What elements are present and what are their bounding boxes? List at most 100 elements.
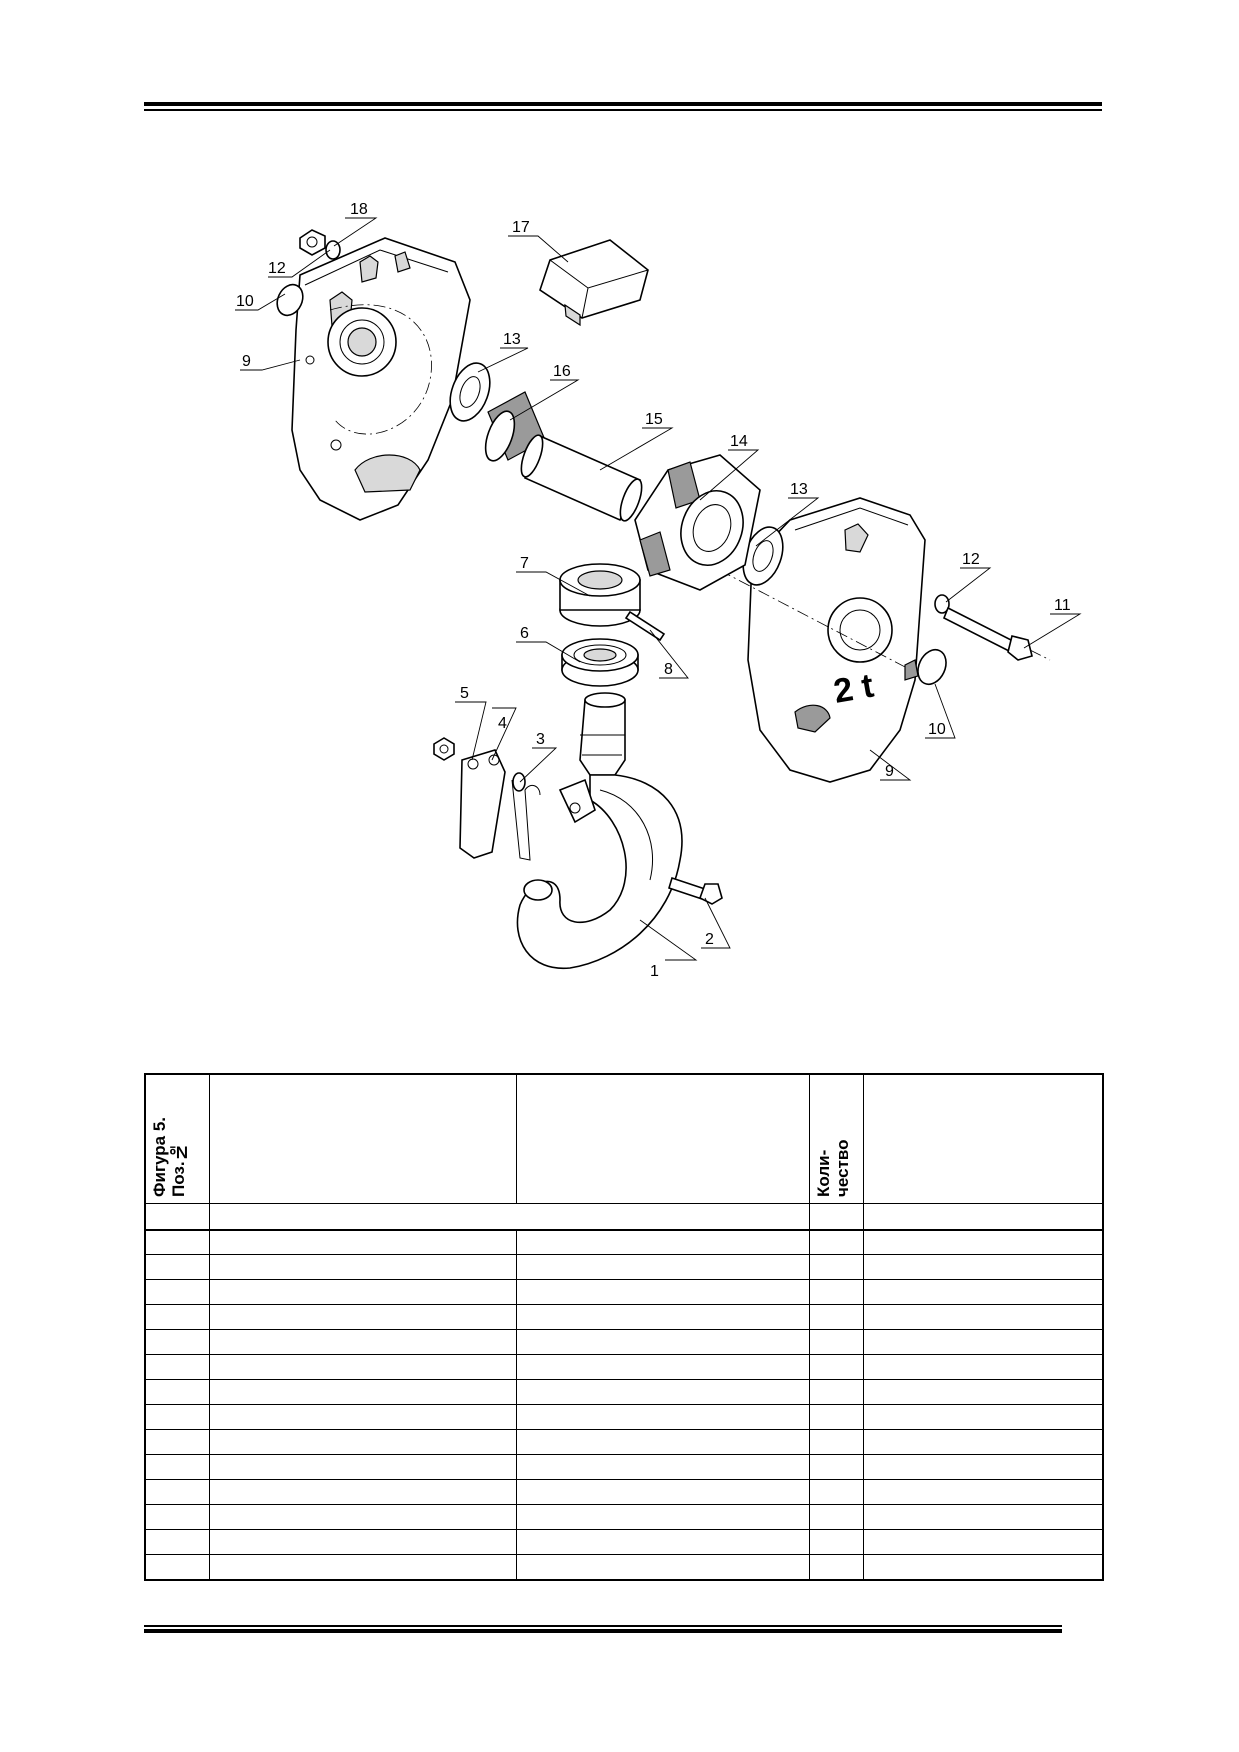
table-row [144,1254,1104,1280]
table-cell [208,1529,517,1555]
header-description [208,1073,517,1204]
callout-17: 17 [512,219,530,236]
callout-6: 6 [520,625,529,642]
table-cell [808,1329,864,1355]
header-position: Фигура 5. Поз.№ [144,1073,210,1204]
table-cell [144,1404,210,1430]
table-cell [808,1504,864,1530]
table-row [144,1529,1104,1555]
latch-spring [511,779,541,861]
table-cell [862,1554,1104,1580]
table-cell [515,1379,810,1405]
table-cell [144,1454,210,1480]
table-cell [862,1429,1104,1455]
table-row [144,1354,1104,1380]
exploded-parts-drawing: 2 t [235,201,1082,980]
table-cell [515,1329,810,1355]
table-cell [208,1504,517,1530]
table-cell [862,1379,1104,1405]
table-cell [862,1304,1104,1330]
table-row [144,1504,1104,1530]
shaft [520,434,643,522]
table-cell [515,1254,810,1280]
right-side-plate: 2 t [699,497,931,783]
table-cell [144,1529,210,1555]
table-row [144,1429,1104,1455]
table-cell [144,1554,210,1580]
table-cell [808,1479,864,1505]
nut-top [299,229,326,256]
table-cell [808,1354,864,1380]
table-subheader-row [144,1203,1104,1231]
table-cell [144,1254,210,1280]
circlip-right [917,648,947,686]
bottom-rule-thin [144,1625,1062,1627]
table-row [144,1554,1104,1580]
callout-14: 14 [730,433,748,450]
table-cell [808,1229,864,1255]
table-cell [515,1529,810,1555]
table-cell [515,1404,810,1430]
svg-text:2 t: 2 t [831,667,877,711]
callout-16: 16 [553,363,571,380]
callout-13b: 13 [790,481,808,498]
table-cell [208,1229,517,1255]
table-cell [808,1404,864,1430]
callout-9a: 9 [242,353,251,370]
callout-1: 1 [650,963,659,980]
callout-11: 11 [1054,597,1071,614]
callout-12b: 12 [962,551,980,568]
table-row [144,1379,1104,1405]
table-cell [208,1429,517,1455]
table-cell [862,1404,1104,1430]
table-cell [144,1379,210,1405]
table-cell [515,1479,810,1505]
thrust-washer-left [449,362,491,422]
callout-10a: 10 [236,293,254,310]
table-cell [144,1329,210,1355]
table-body [144,1229,1104,1580]
table-cell [862,1529,1104,1555]
callout-9b: 9 [885,763,894,780]
table-row [144,1404,1104,1430]
table-cell [208,1329,517,1355]
table-cell [144,1479,210,1505]
table-row [144,1229,1104,1255]
table-cell [808,1279,864,1305]
table-cell [208,1279,517,1305]
callout-5: 5 [460,685,469,702]
parts-table: Фигура 5. Поз.№ Коли- чество [144,1073,1104,1581]
callout-2: 2 [705,931,714,948]
table-cell [515,1229,810,1255]
table-cell [144,1304,210,1330]
table-cell [862,1479,1104,1505]
table-cell [862,1354,1104,1380]
table-cell [515,1304,810,1330]
nut-latch [433,737,455,761]
table-cell [208,1254,517,1280]
circlip-left [276,283,304,317]
table-cell [808,1554,864,1580]
left-side-plate [291,237,471,521]
table-cell [862,1504,1104,1530]
table-cell [808,1304,864,1330]
table-cell [208,1304,517,1330]
callout-7: 7 [520,555,529,572]
table-cell [862,1254,1104,1280]
table-cell [862,1454,1104,1480]
table-cell [515,1504,810,1530]
table-cell [515,1554,810,1580]
table-cell [808,1429,864,1455]
callout-4: 4 [498,715,507,732]
table-cell [208,1379,517,1405]
bearing-housing [559,563,641,627]
callout-15: 15 [645,411,663,428]
table-cell [144,1504,210,1530]
hook [516,692,683,970]
top-rule-thin [144,109,1102,111]
pin [624,610,666,642]
table-cell [144,1229,210,1255]
safety-latch [459,749,506,859]
cap [539,239,649,327]
table-cell [862,1279,1104,1305]
